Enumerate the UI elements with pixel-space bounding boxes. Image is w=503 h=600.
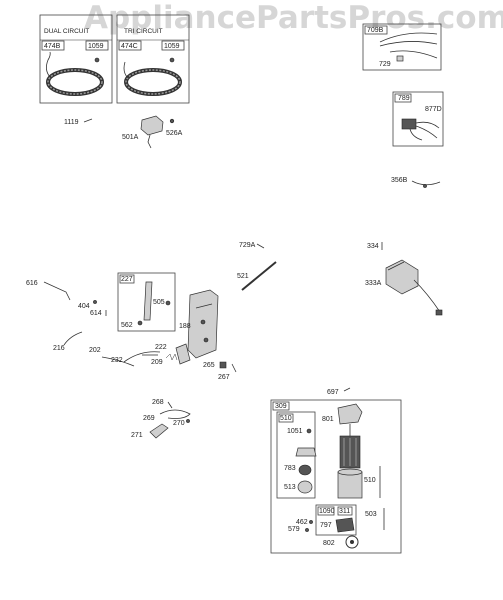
bracket-icon (149, 423, 169, 439)
wire-icon (411, 180, 441, 186)
part-label-232[interactable]: 232 (111, 357, 123, 364)
washer-icon (345, 535, 359, 549)
spring-icon (165, 353, 178, 361)
part-label-513: 513 (284, 484, 296, 491)
wire-icon (379, 32, 438, 43)
part-label-510-kit: 510 (280, 415, 292, 422)
cable-icon (159, 409, 191, 419)
part-label-1059-tri: 1059 (164, 43, 180, 50)
rod-icon (123, 351, 161, 363)
part-label-579: 579 (288, 526, 300, 533)
part-label-801: 801 (322, 416, 334, 423)
part-label-709B: 709B (367, 27, 384, 34)
part-label-1090: 1090 (319, 508, 335, 515)
part-label-227: 227 (121, 276, 133, 283)
part-label-404[interactable]: 404 (78, 303, 90, 310)
part-label-333A[interactable]: 333A (365, 280, 382, 287)
part-label-334[interactable]: 334 (367, 243, 379, 250)
watermark: AppliancePartsPros.com (84, 0, 503, 36)
part-label-216[interactable]: 216 (53, 345, 65, 352)
part-label-501A[interactable]: 501A (122, 134, 139, 141)
part-label-311: 311 (339, 508, 350, 515)
part-label-188[interactable]: 188 (179, 323, 191, 330)
part-label-309: 309 (275, 403, 287, 410)
part-label-729A[interactable]: 729A (239, 242, 256, 249)
part-label-503: 503 (365, 511, 377, 518)
screw-icon (94, 57, 100, 63)
part-label-462: 462 (296, 519, 308, 526)
part-label-802: 802 (323, 540, 335, 547)
part-label-1119[interactable]: 1119 (64, 119, 79, 126)
part-label-505: 505 (153, 299, 165, 306)
part-label-1059-dual: 1059 (88, 43, 104, 50)
gear-icon (295, 447, 317, 457)
starter-motor-icon (337, 403, 363, 499)
part-label-268[interactable]: 268 (152, 399, 164, 406)
dipstick-tube-icon (241, 261, 277, 291)
part-label-269[interactable]: 269 (143, 415, 155, 422)
part-label-877D: 877D (425, 106, 442, 113)
connector-icon (396, 55, 404, 62)
screw-icon (343, 387, 351, 392)
dual-circuit-box[interactable]: DUAL CIRCUIT 474B 1059 (39, 14, 113, 104)
part-label-789: 789 (398, 95, 410, 102)
part-label-526A[interactable]: 526A (166, 130, 183, 137)
control-bracket-icon (175, 289, 219, 365)
link-icon (43, 281, 71, 301)
part-label-562: 562 (121, 322, 133, 329)
part-label-474C: 474C (121, 43, 138, 50)
part-label-202[interactable]: 202 (89, 347, 101, 354)
lever-icon (143, 281, 153, 321)
part-label-1051: 1051 (287, 428, 303, 435)
part-label-474B: 474B (44, 43, 61, 50)
part-label-267[interactable]: 267 (218, 374, 230, 381)
switch-icon (401, 118, 417, 130)
screw-icon (83, 118, 93, 123)
tri-circuit-box[interactable]: TRI CIRCUIT 474C 1059 (116, 14, 190, 104)
screw-icon (169, 57, 175, 63)
tri-circuit-title: TRI CIRCUIT (124, 28, 163, 35)
ignition-coil-icon (385, 259, 443, 316)
alternator-coil-icon (46, 51, 104, 96)
part-label-616[interactable]: 616 (26, 280, 38, 287)
kit-789-box[interactable]: 789 877D (392, 91, 444, 147)
nut-icon (219, 361, 227, 369)
clip-icon (256, 243, 265, 249)
part-label-783: 783 (284, 465, 296, 472)
part-label-222[interactable]: 222 (155, 344, 167, 351)
starter-motor-box[interactable]: 309 510 1051 783 513 801 510 503 (270, 399, 402, 554)
part-label-271[interactable]: 271 (131, 432, 143, 439)
governor-lever-box[interactable]: 227 505 562 (117, 272, 176, 332)
screw-icon (169, 118, 175, 124)
part-label-270[interactable]: 270 (173, 420, 185, 427)
part-label-265[interactable]: 265 (203, 362, 215, 369)
part-label-209[interactable]: 209 (151, 359, 163, 366)
alternator-coil-icon (123, 61, 182, 96)
part-label-729: 729 (379, 61, 391, 68)
part-label-797: 797 (320, 522, 332, 529)
solenoid-icon (335, 517, 355, 533)
rectifier-icon (140, 115, 164, 149)
part-label-521[interactable]: 521 (237, 273, 249, 280)
spring-icon (63, 331, 83, 346)
screw-icon (167, 401, 173, 409)
part-label-614[interactable]: 614 (90, 310, 102, 317)
dual-circuit-title: DUAL CIRCUIT (44, 28, 89, 35)
wire-harness-box[interactable]: 709B 729 (362, 23, 442, 71)
part-label-356B[interactable]: 356B (391, 177, 408, 184)
rod-icon (101, 356, 135, 367)
part-label-697[interactable]: 697 (327, 389, 339, 396)
part-label-510: 510 (364, 477, 376, 484)
